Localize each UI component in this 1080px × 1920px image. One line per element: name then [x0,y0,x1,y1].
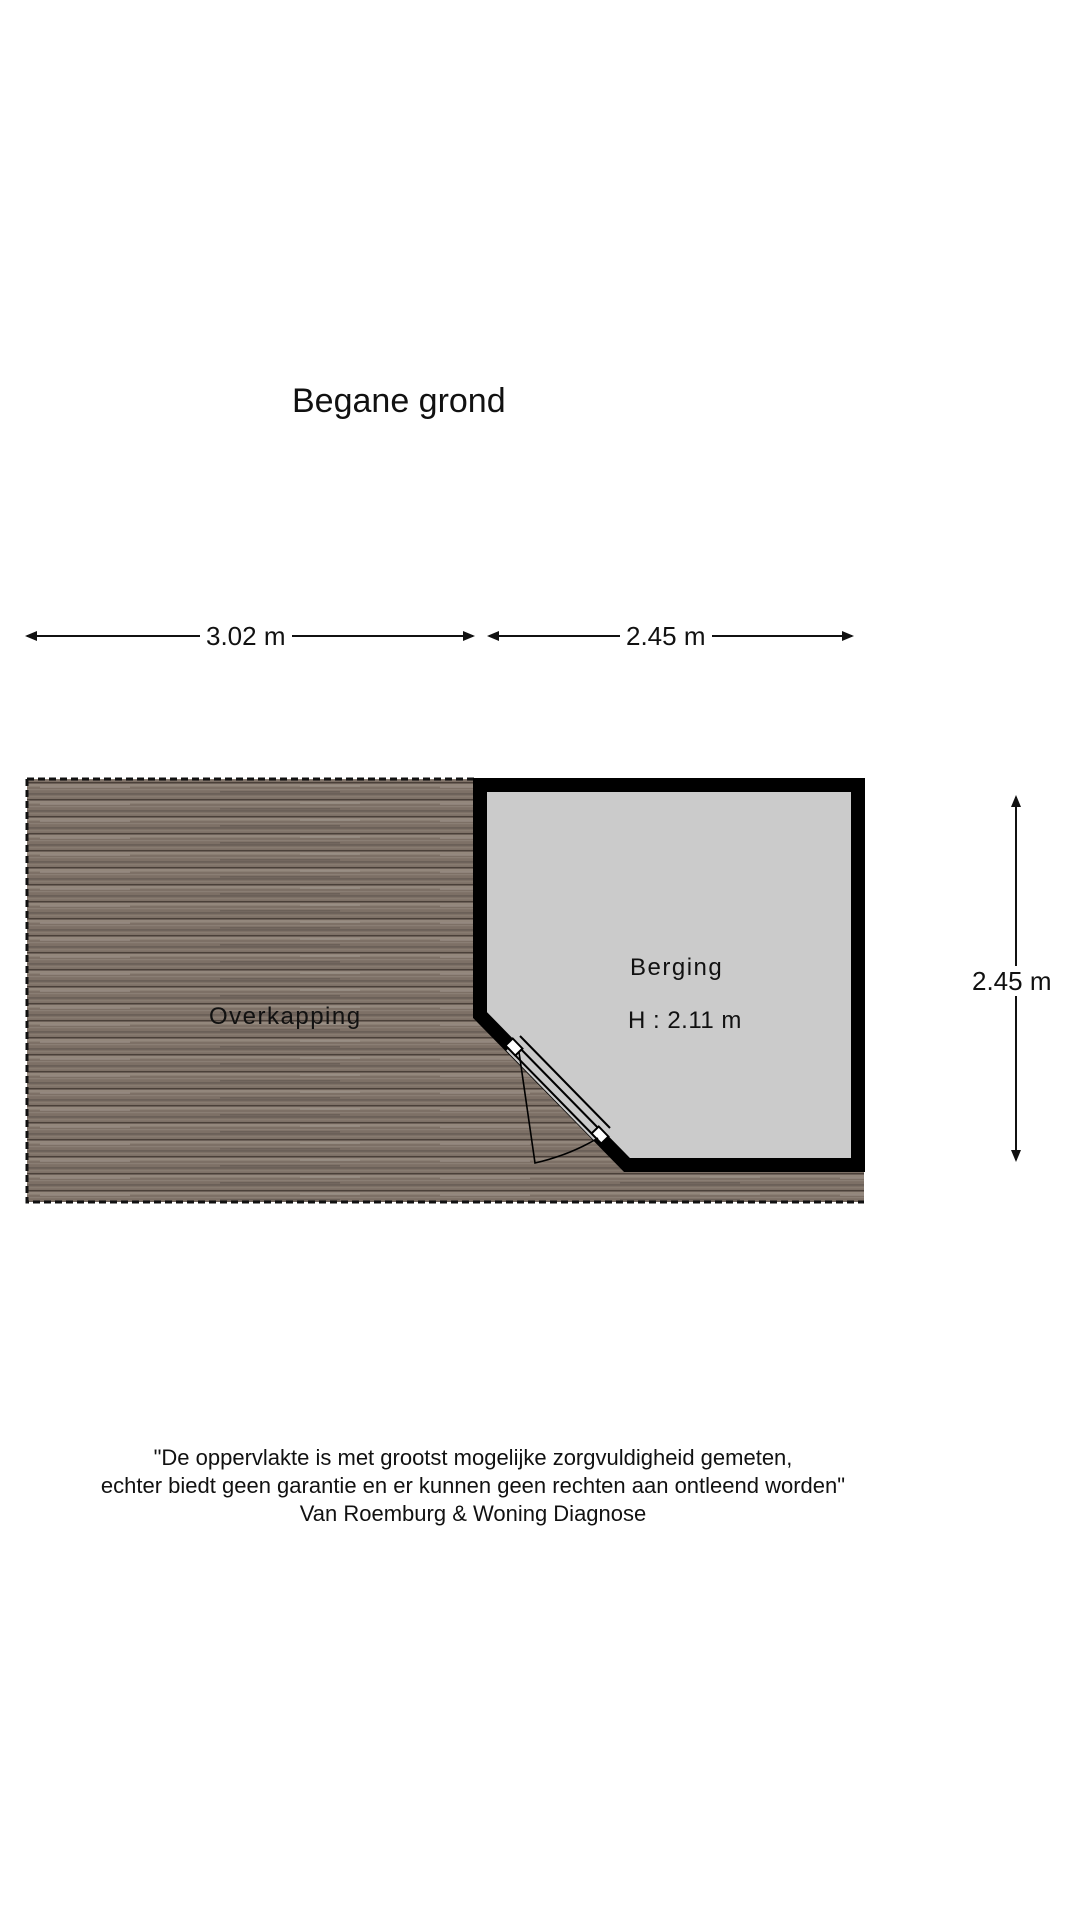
door-opening [506,1039,606,1141]
room-height-berging: H : 2.11 m [628,1007,742,1034]
disclaimer-line-1: "De oppervlakte is met grootst mogelijke… [153,1445,793,1470]
dimension-label-width-right: 2.45 m [620,621,712,651]
door-frame-a [513,1041,605,1135]
disclaimer-line-2: echter biedt geen garantie en er kunnen … [100,1473,846,1498]
room-label-overkapping: Overkapping [209,1003,362,1030]
disclaimer: "De oppervlakte is met grootst mogelijke… [0,1444,946,1528]
dimension-label-width-left: 3.02 m [200,621,292,651]
dimension-label-depth-right: 2.45 m [966,966,1058,996]
door-frame-c [507,1047,599,1141]
overkapping-boundary [25,777,864,1204]
page-title: Begane grond [292,382,506,420]
door-swing [518,1051,599,1164]
disclaimer-line-3: Van Roemburg & Woning Diagnose [299,1501,647,1526]
room-label-berging: Berging [630,954,724,981]
berging-floor [473,778,865,1172]
door-frame-b [519,1035,611,1129]
